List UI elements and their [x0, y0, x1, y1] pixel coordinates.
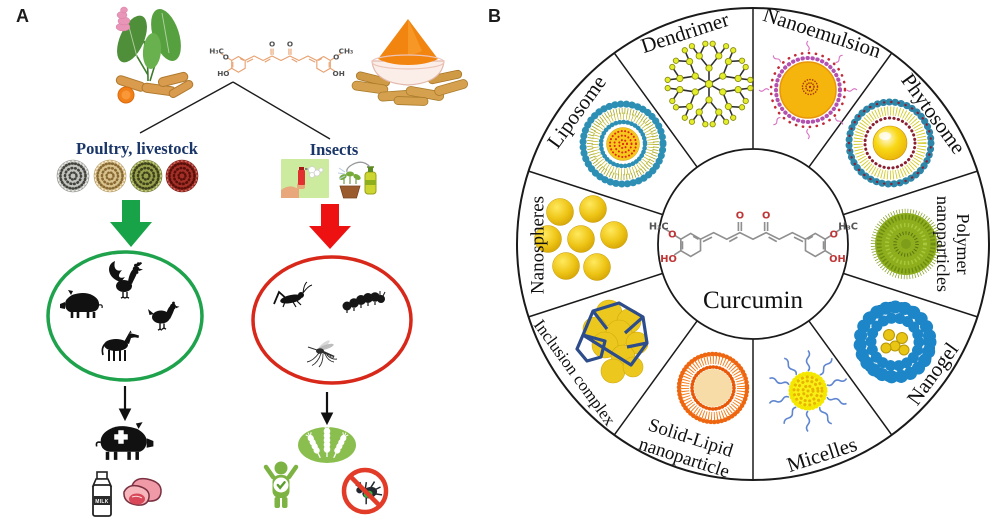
healthy-person-check-icon — [263, 461, 299, 508]
wheel-sector-lines — [528, 8, 978, 480]
molecule-label: O — [830, 230, 838, 241]
left-branch-title: Poultry, livestock — [76, 139, 199, 158]
nanogel-icon — [853, 300, 937, 384]
molecule-label: H₃C — [649, 221, 669, 232]
mosquito-icon — [306, 340, 338, 368]
pig-icon — [60, 290, 103, 318]
wheel-inner-circle — [657, 148, 849, 340]
panel-a: H₃C O HO O O O CH₃ OH — [46, 6, 469, 517]
molecule-label: HO — [660, 254, 677, 265]
liposome-icon — [579, 100, 667, 188]
molecule-label: H₃C — [209, 47, 224, 56]
curcumin-title: Curcumin — [703, 287, 803, 314]
rooster-icon — [109, 261, 143, 299]
grain-sample-icon — [165, 159, 199, 193]
curcumin-structure-b: H₃C O HO O O O H₃C OH — [649, 211, 858, 265]
livestock-ellipse — [46, 250, 204, 382]
horse-icon — [101, 330, 139, 361]
molecule-label: HO — [217, 69, 229, 78]
insects-ellipse — [251, 255, 413, 385]
wheat-grain-icon — [298, 425, 356, 463]
phytosome-icon — [845, 98, 935, 188]
pig-health-cross-icon — [95, 422, 154, 460]
polymer-nanoparticles-icon — [870, 208, 942, 280]
molecule-label: CH₃ — [339, 47, 354, 56]
solid-lipid-nanoparticle-icon — [676, 351, 750, 425]
turmeric-powder-bowl-icon — [351, 19, 469, 106]
grain-sample-icon — [129, 159, 163, 193]
panel-b-label: B — [488, 6, 501, 26]
grain-sample-icon — [56, 159, 90, 193]
plant-sprayer-icon — [337, 161, 377, 199]
inclusion-complex-icon — [575, 299, 649, 384]
down-arrow-icon — [118, 386, 132, 422]
insecticide-spray-icon — [281, 159, 329, 198]
molecule-label: O — [287, 39, 293, 48]
milk-bottle-icon: MILK — [91, 471, 113, 517]
molecule-label: O — [736, 211, 744, 222]
molecule-label: OH — [829, 254, 846, 265]
caterpillar-icon — [342, 291, 386, 313]
right-branch-title: Insects — [310, 140, 359, 159]
hen-icon — [148, 301, 180, 331]
sector-label-nanospheres: Nanospheres — [527, 195, 549, 295]
milk-label: MILK — [95, 499, 109, 505]
dendrimer-icon — [661, 40, 757, 128]
turmeric-plant-icon — [115, 6, 194, 104]
molecule-label: O — [668, 230, 676, 241]
down-arrow-icon — [320, 392, 334, 426]
red-down-arrow-icon — [309, 204, 351, 249]
molecule-label: O — [762, 211, 770, 222]
panel-b-wheel: H₃C O HO O O O H₃C OH Curcumin — [516, 7, 990, 481]
green-down-arrow-icon — [110, 200, 152, 247]
nanospheres-icon — [534, 195, 628, 281]
molecule-label: H₃C — [838, 221, 858, 232]
meat-icon — [123, 477, 162, 506]
micelles-icon — [768, 349, 848, 433]
molecule-label: O — [269, 39, 275, 48]
no-pest-prohibition-icon — [341, 467, 389, 515]
grain-sample-icon — [93, 159, 127, 193]
branch-lines — [139, 81, 331, 140]
sector-label-polymer-nanoparticles: Polymer nanoparticles — [933, 196, 973, 292]
grasshopper-icon — [273, 281, 313, 308]
panel-a-label: A — [16, 6, 29, 26]
nanoemulsion-icon — [758, 40, 858, 140]
molecule-label: O — [223, 52, 229, 61]
molecule-label: OH — [333, 69, 345, 78]
molecule-label: O — [333, 52, 339, 61]
curcumin-structure-a: H₃C O HO O O O CH₃ OH — [209, 39, 353, 78]
